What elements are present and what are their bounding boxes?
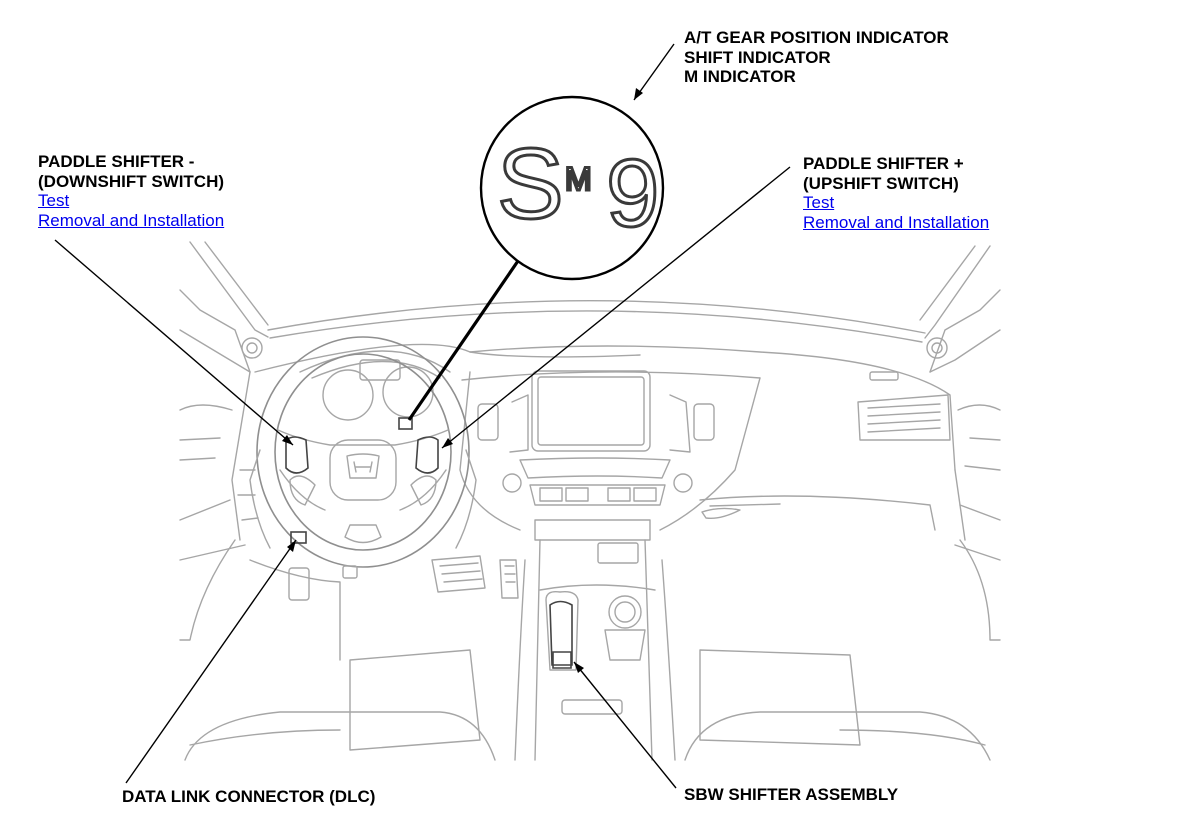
paddle-plus-test-link[interactable]: Test [803,193,835,212]
dlc-marker [290,531,307,544]
gear-indicator-marker [398,417,413,430]
paddle-minus-test-link[interactable]: Test [38,191,70,210]
dlc-leader [125,539,297,784]
paddle-plus-leader [441,166,791,449]
paddle-plus-removal-link[interactable]: Removal and Installation [803,212,990,232]
paddle-plus-subtitle: (UPSHIFT SWITCH) [803,173,959,193]
indicator-callout-line-3: M INDICATOR [684,67,796,86]
dlc-label: DATA LINK CONNECTOR (DLC) [122,787,376,806]
windshield-frame [179,241,1001,373]
indicator-s-glyph: S [497,128,564,240]
paddle-minus-removal-link[interactable]: Removal and Installation [38,210,225,230]
sbw-leader [573,661,677,789]
paddle-minus-subtitle: (DOWNSHIFT SWITCH) [38,171,225,191]
speaker-grilles [241,337,948,359]
sbw-label: SBW SHIFTER ASSEMBLY [684,785,899,804]
indicator-zoom-leader [407,257,522,421]
paddle-minus-callout: PADDLE SHIFTER - (DOWNSHIFT SWITCH) Test… [38,152,224,230]
indicator-callout-line-2: SHIFT INDICATOR [684,47,831,67]
paddle-plus-title: PADDLE SHIFTER + [803,154,964,173]
sbw-callout: SBW SHIFTER ASSEMBLY [684,785,898,805]
dashboard [179,343,1001,541]
steering-wheel [237,336,477,568]
paddle-minus-title: PADDLE SHIFTER - [38,152,195,171]
indicator-leader [633,43,675,101]
indicator-m-glyph: M [565,161,592,197]
paddle-plus-callout: PADDLE SHIFTER + (UPSHIFT SWITCH) Test R… [803,154,989,232]
paddle-minus-leader [54,239,294,446]
front-seats [184,711,991,761]
indicator-gear-glyph: 9 [606,140,659,247]
leader-lines [54,43,791,789]
indicator-zoom-circle [479,95,665,281]
indicator-callout-line-1: A/T GEAR POSITION INDICATOR [684,28,949,47]
paddle-shifters [285,436,439,474]
indicator-callout: A/T GEAR POSITION INDICATOR SHIFT INDICA… [684,28,949,87]
dlc-callout: DATA LINK CONNECTOR (DLC) [122,787,375,807]
instrument-cluster [299,350,451,421]
indicator-magnifier: S M 9 [407,95,665,421]
lower-dash-and-console [179,499,1001,761]
